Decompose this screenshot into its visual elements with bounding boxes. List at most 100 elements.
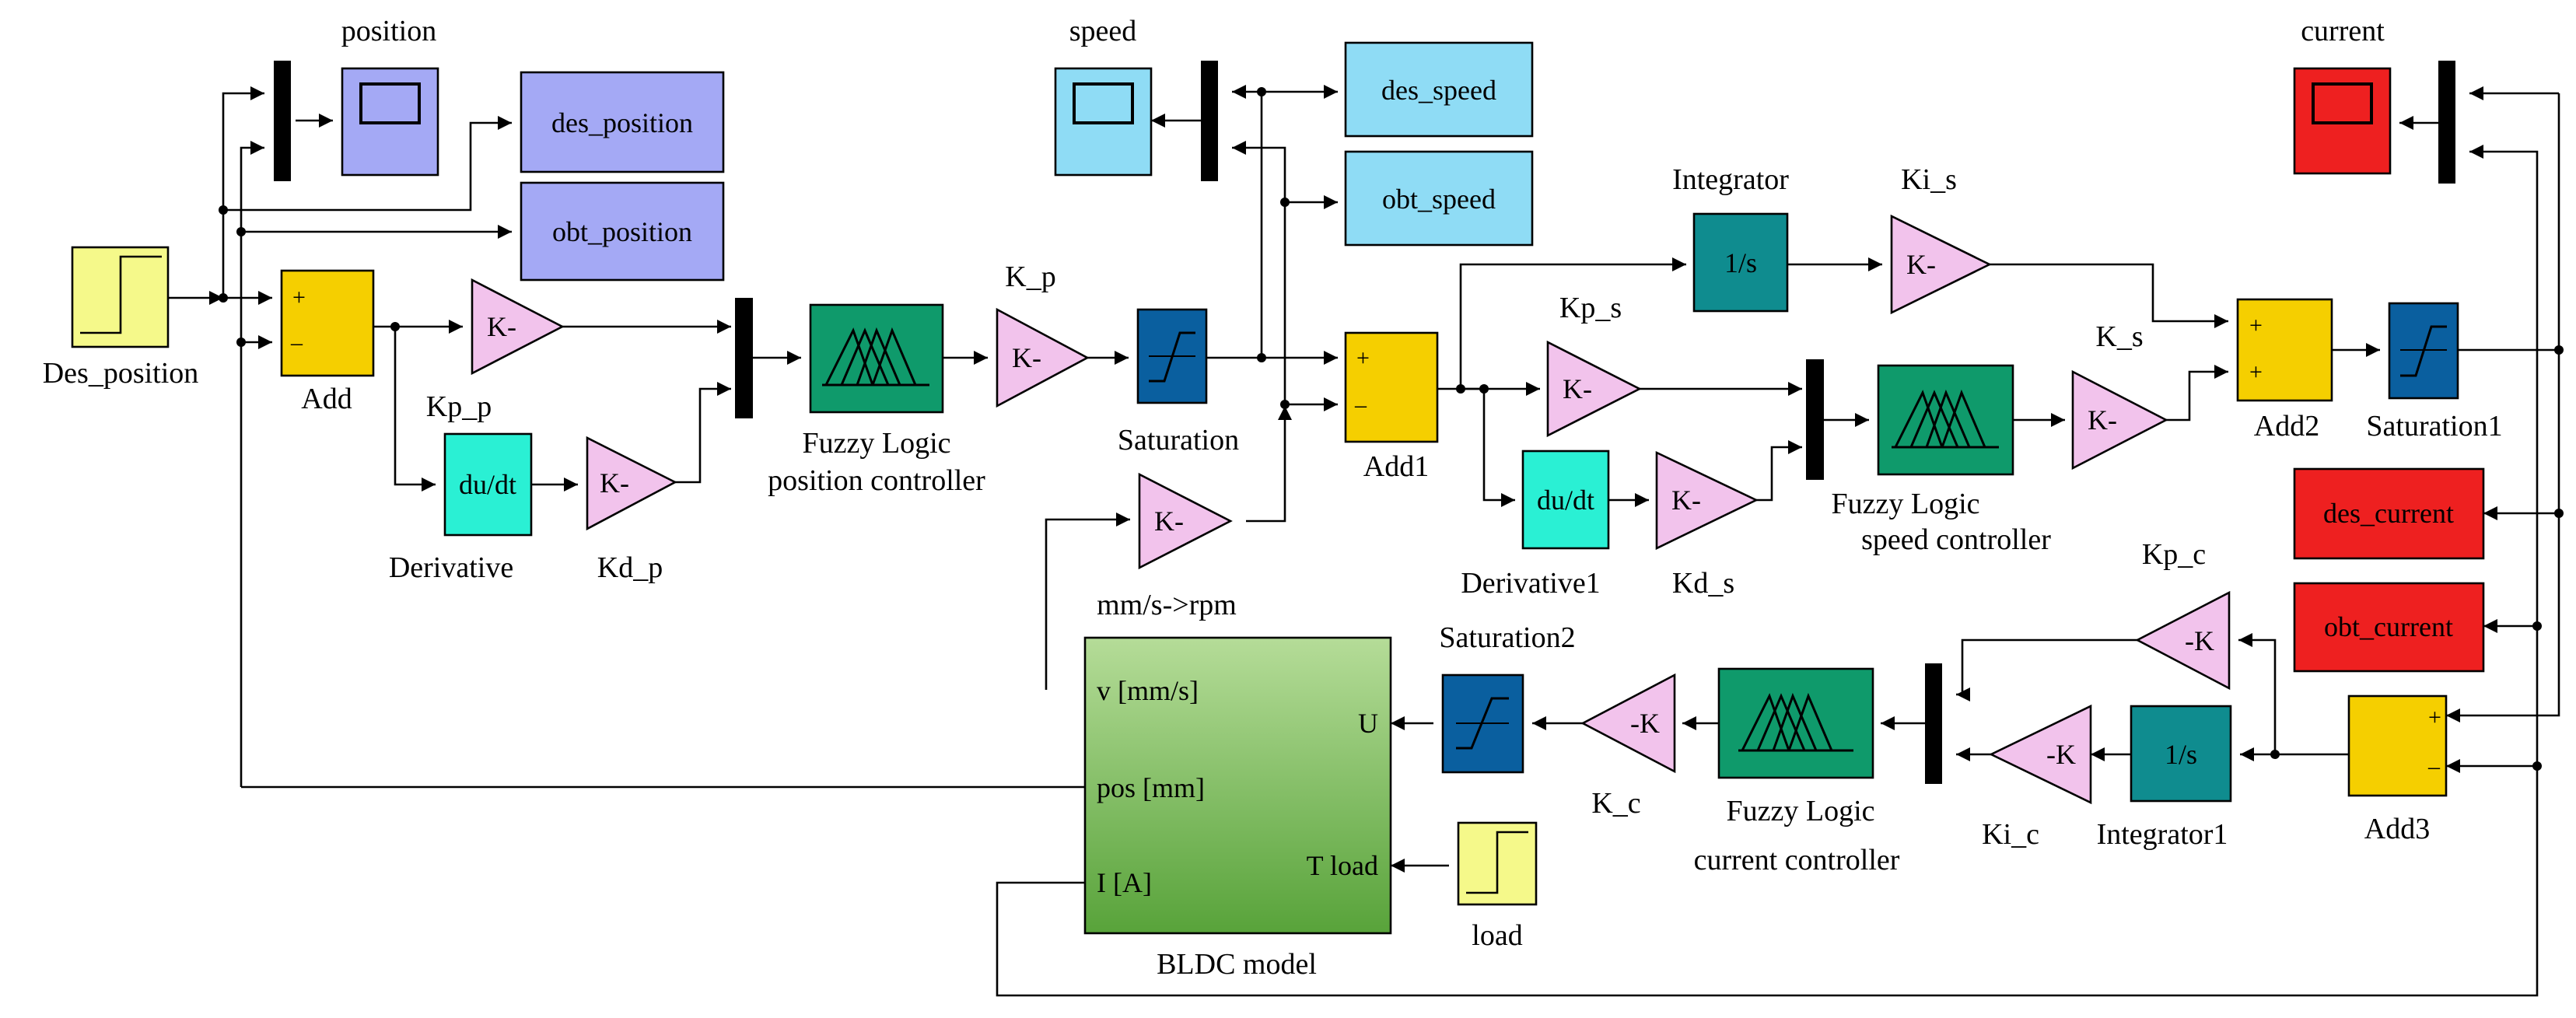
integrator-fn: 1/s — [1724, 247, 1757, 278]
obt-current-goto[interactable]: obt_current — [2293, 582, 2485, 673]
plus-sign: + — [2428, 705, 2441, 730]
wire-pos-feedback — [240, 335, 272, 787]
kp-s-gain[interactable]: K- Kp_s — [1546, 292, 1642, 438]
gain-text: K- — [487, 311, 516, 342]
integrator-label: Integrator — [1672, 163, 1789, 196]
scope-screen-icon — [1073, 82, 1134, 124]
wire-fb-to-position-mux — [240, 141, 264, 342]
fuzzy-position-controller[interactable]: Fuzzy Logic position controller — [768, 303, 985, 497]
gain-text: -K — [1630, 708, 1660, 739]
k-c-gain[interactable]: -K K_c — [1580, 673, 1676, 820]
junction-dot — [236, 227, 246, 236]
junction-dot — [1280, 198, 1290, 207]
fuzzy-membership-icon — [1892, 389, 1999, 449]
des-current-goto[interactable]: des_current — [2293, 467, 2485, 560]
saturation2-block[interactable]: Saturation2 — [1439, 621, 1576, 774]
obt-position-goto-label: obt_position — [552, 216, 692, 247]
ki-c-gain[interactable]: -K Ki_c — [1982, 704, 2092, 851]
kd-s-gain[interactable]: K- Kd_s — [1655, 450, 1759, 600]
minus-sign: – — [2427, 754, 2441, 779]
integrator1-fn: 1/s — [2165, 739, 2197, 770]
des-position-goto-label: des_position — [551, 107, 693, 138]
saturation1-label: Saturation1 — [2366, 410, 2502, 443]
fuzzy-speed-label-1: Fuzzy Logic — [1831, 488, 1979, 520]
k-s-gain[interactable]: K- K_s — [2071, 320, 2168, 471]
current-mux[interactable] — [2438, 61, 2455, 184]
kd-s-label: Kd_s — [1672, 567, 1734, 600]
gain-text: K- — [600, 467, 629, 499]
obt-current-goto-label: obt_current — [2324, 611, 2453, 642]
integrator1-label: Integrator1 — [2097, 818, 2228, 851]
integrator1-block[interactable]: 1/s Integrator1 — [2097, 705, 2232, 851]
load-label: load — [1472, 919, 1522, 952]
speed-scope-label: speed — [1069, 15, 1137, 47]
fuzzy-current-controller[interactable]: Fuzzy Logic current controller — [1694, 667, 1900, 876]
gain-text: K- — [1154, 506, 1184, 537]
obt-speed-goto-label: obt_speed — [1382, 184, 1496, 215]
saturation-block[interactable]: Saturation — [1118, 308, 1239, 457]
add1-block[interactable]: + – Add1 — [1344, 331, 1439, 483]
current-fuzzy-mux[interactable] — [1925, 663, 1942, 784]
junction-dot — [2532, 761, 2542, 771]
k-p-gain[interactable]: K- K_p — [996, 261, 1090, 408]
gain-text: -K — [2046, 739, 2076, 770]
kp-c-gain[interactable]: -K Kp_c — [2135, 538, 2231, 691]
speed-fuzzy-mux[interactable] — [1806, 359, 1824, 480]
obt-speed-goto[interactable]: obt_speed — [1344, 150, 1534, 247]
current-scope-label: current — [2301, 15, 2385, 47]
fuzzy-membership-icon — [822, 327, 929, 387]
step-icon — [80, 255, 162, 334]
mm-rpm-gain[interactable]: K- mm/s->rpm — [1097, 472, 1237, 621]
add3-block[interactable]: + – Add3 — [2347, 694, 2448, 845]
scope-screen-icon — [2312, 82, 2373, 124]
wire-add3-to-kp-c — [2238, 633, 2277, 754]
minus-sign: – — [290, 330, 303, 355]
speed-scope[interactable]: speed — [1054, 15, 1153, 177]
wire-ki-s-to-add2 — [1990, 263, 2228, 328]
derivative1-block[interactable]: du/dt Derivative1 — [1461, 450, 1610, 600]
junction-dot — [1257, 353, 1266, 362]
add3-label: Add3 — [2364, 813, 2430, 845]
mm-rpm-label: mm/s->rpm — [1097, 589, 1237, 621]
add2-block[interactable]: + + Add2 — [2236, 298, 2333, 443]
obt-position-goto[interactable]: obt_position — [520, 181, 725, 282]
position-fuzzy-mux[interactable] — [735, 298, 753, 418]
gain-text: K- — [1563, 373, 1592, 404]
wire-sat-to-speed-mux — [1232, 85, 1263, 358]
junction-dots — [219, 87, 2564, 771]
wire-to-des-position — [223, 116, 512, 212]
k-p-label: K_p — [1005, 261, 1055, 293]
bldc-model-block[interactable]: v [mm/s] pos [mm] I [A] U T load BLDC mo… — [1083, 636, 1392, 981]
junction-dot — [236, 338, 246, 347]
kd-p-gain[interactable]: K- Kd_p — [586, 436, 677, 584]
wire-kd-p-to-mux — [675, 382, 731, 484]
ki-c-label: Ki_c — [1982, 818, 2039, 851]
speed-mux[interactable] — [1201, 61, 1218, 181]
position-scope-label: position — [341, 15, 436, 47]
integrator-block[interactable]: 1/s Integrator — [1672, 163, 1789, 313]
gain-text: K- — [1671, 485, 1701, 516]
des-position-step-block[interactable]: Des_position — [43, 246, 199, 390]
gain-text: K- — [1906, 249, 1936, 280]
add-block[interactable]: + – Add — [280, 269, 375, 415]
plus-sign: + — [1356, 345, 1370, 371]
junction-dot — [2554, 509, 2564, 518]
load-step-block[interactable]: load — [1457, 821, 1538, 952]
plus-sign: + — [292, 285, 306, 310]
position-scope[interactable]: position — [341, 15, 439, 177]
des-position-goto[interactable]: des_position — [520, 71, 725, 173]
wire-kp-c-to-mux — [1956, 638, 2137, 701]
ki-s-gain[interactable]: K- Ki_s — [1890, 163, 1992, 315]
current-scope[interactable]: current — [2293, 15, 2392, 175]
des-current-goto-label: des_current — [2323, 498, 2454, 529]
derivative-block[interactable]: du/dt Derivative — [389, 432, 533, 584]
gain-text: K- — [1012, 342, 1041, 373]
bldc-port-tload: T load — [1307, 850, 1378, 881]
fuzzy-speed-controller[interactable]: Fuzzy Logic speed controller — [1831, 364, 2051, 556]
bldc-port-i: I [A] — [1097, 867, 1152, 898]
kp-p-gain[interactable]: K- Kp_p — [426, 278, 565, 423]
position-mux[interactable] — [274, 61, 291, 181]
saturation-icon — [2400, 325, 2447, 377]
saturation1-block[interactable]: Saturation1 — [2366, 302, 2503, 443]
des-speed-goto[interactable]: des_speed — [1344, 41, 1534, 138]
